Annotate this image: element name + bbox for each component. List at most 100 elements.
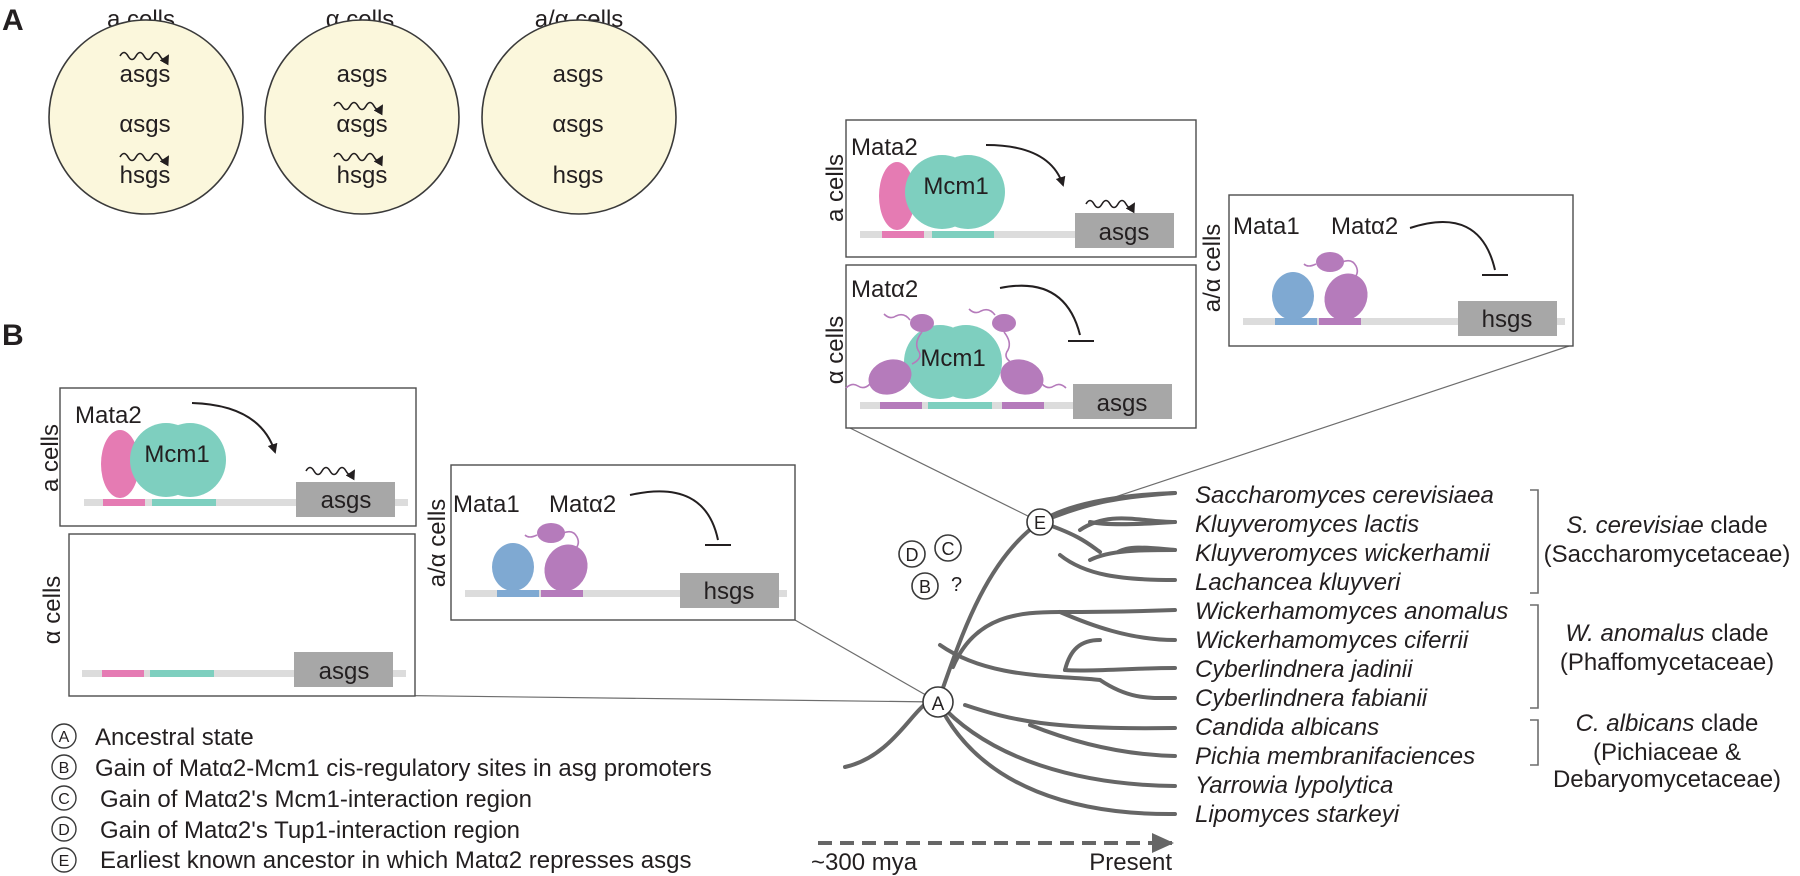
repression-arc — [629, 490, 719, 541]
dna-strand — [84, 499, 408, 506]
legend-item: C Gain of Matα2's Mcm1-interaction regio… — [51, 785, 532, 813]
protein-label: Matα2 — [549, 491, 616, 518]
mata2-site — [103, 499, 145, 506]
clade-label: W. anomalus clade — [1565, 620, 1768, 647]
gene-label: asgs — [120, 61, 171, 88]
clade-family: (Pichiaceae & — [1593, 739, 1741, 766]
box-top-a-cells: a cells asgs Mata2 Mcm1 — [822, 119, 1197, 258]
box-left-alpha-cells: α cells asgs — [39, 533, 416, 697]
clade-suffix: clade — [1694, 710, 1758, 737]
tree-branch — [963, 703, 1177, 731]
expression-arrow — [305, 466, 355, 481]
tree-branch — [1058, 553, 1177, 582]
legend-text: Earliest known ancestor in which Matα2 r… — [100, 847, 691, 874]
tail — [1041, 383, 1067, 389]
mata2-site — [102, 670, 144, 677]
protein-label: Matα2 — [1331, 213, 1398, 240]
node-a-circle — [922, 686, 954, 718]
species-name: Kluyveromyces wickerhamii — [1195, 540, 1490, 567]
gene-label: hsgs — [120, 162, 171, 189]
clade-family: Debaryomycetaceae) — [1553, 766, 1781, 793]
mata2-protein — [879, 162, 915, 230]
species-name: Candida albicans — [1195, 714, 1379, 741]
gene-box — [1073, 384, 1172, 419]
tree-branch — [843, 491, 1177, 769]
species-name: Cyberlindnera jadinii — [1195, 656, 1413, 683]
matalpha2-protein — [544, 544, 588, 592]
gene-label: asgs — [1097, 390, 1148, 417]
expression-arrow — [119, 51, 169, 66]
legend-text: Gain of Matα2's Mcm1-interaction region — [100, 786, 532, 813]
phylogenetic-tree — [843, 491, 1177, 817]
mcm1-site — [152, 499, 216, 506]
tree-branch — [1058, 608, 1177, 614]
gene-box — [294, 652, 393, 687]
tree-branch — [936, 700, 1177, 788]
matalpha2-site — [1002, 402, 1044, 409]
species-name: Saccharomyces cerevisiaea — [1195, 482, 1494, 509]
gene-label: hsgs — [704, 578, 755, 605]
gene-box — [296, 482, 395, 517]
node-c-circle — [934, 534, 962, 562]
mata2-protein — [101, 430, 139, 498]
gene-label: asgs — [321, 487, 372, 514]
clade-name: C. albicans — [1576, 710, 1695, 737]
tree-branch — [1078, 516, 1177, 532]
gene-label: hsgs — [553, 162, 604, 189]
gene-label: αsgs — [119, 111, 170, 138]
protein-label: Mcm1 — [144, 441, 209, 468]
mcm1-protein — [931, 155, 1005, 229]
clade-suffix: clade — [1705, 620, 1769, 647]
clade-family: (Phaffomycetaceae) — [1560, 649, 1774, 676]
tail — [968, 308, 996, 316]
matalpha2-domain — [992, 314, 1016, 332]
tree-branch — [1063, 666, 1177, 673]
protein-label: Mcm1 — [923, 173, 988, 200]
expression-arrow — [333, 101, 383, 116]
gene-label: asgs — [319, 658, 370, 685]
expression-arrow — [1085, 199, 1135, 214]
side-label: a/α cells — [424, 499, 451, 588]
clade-name: S. cerevisiae — [1566, 512, 1703, 539]
dna-strand — [860, 231, 1172, 238]
tree-branch — [1063, 638, 1102, 672]
tree-branch — [938, 643, 1102, 682]
legend-key: E — [59, 853, 70, 870]
gene-label: asgs — [553, 61, 604, 88]
expression-arrow — [333, 152, 383, 167]
legend-item: B Gain of Matα2-Mcm1 cis-regulatory site… — [51, 754, 712, 782]
dna-strand — [82, 670, 406, 677]
mata1-site — [497, 590, 539, 597]
matalpha2-site — [880, 402, 922, 409]
box-top-alpha-cells: α cells asgs Mcm1 Matα2 — [822, 264, 1197, 429]
side-label: a cells — [822, 154, 849, 222]
linker — [562, 530, 580, 552]
side-label: a cells — [37, 424, 64, 492]
connector-line — [359, 694, 939, 703]
legend-key: B — [59, 760, 70, 777]
legend-item: D Gain of Matα2's Tup1-interaction regio… — [51, 816, 520, 844]
gene-label: asgs — [337, 61, 388, 88]
legend-key: A — [59, 729, 70, 746]
tree-branch — [1088, 548, 1177, 562]
legend-key-circle — [51, 847, 77, 873]
gene-label: hsgs — [337, 162, 388, 189]
tail — [524, 534, 538, 538]
activation-arrow — [985, 144, 1066, 187]
timeline-end: Present — [1089, 849, 1172, 876]
clade-bracket — [1530, 604, 1539, 709]
protein-label: Mcm1 — [920, 345, 985, 372]
box-top-a-alpha-cells: a/α cells hsgs Mata1 Matα2 — [1199, 194, 1574, 347]
dna-strand — [465, 590, 787, 597]
linker — [1341, 259, 1359, 281]
mcm1-site — [150, 670, 214, 677]
timeline-start: ~300 mya — [811, 849, 918, 876]
cell-a-alpha: a/α cells asgs αsgs hsgs — [481, 6, 677, 215]
protein-label: Mata1 — [453, 491, 520, 518]
uncertainty-mark: ? — [951, 574, 962, 596]
expression-arrow — [119, 152, 169, 167]
tail — [845, 383, 871, 389]
mata1-protein — [492, 543, 534, 591]
species-name: Lachancea kluyveri — [1195, 569, 1401, 596]
species-name: Yarrowia lypolytica — [1195, 772, 1393, 799]
